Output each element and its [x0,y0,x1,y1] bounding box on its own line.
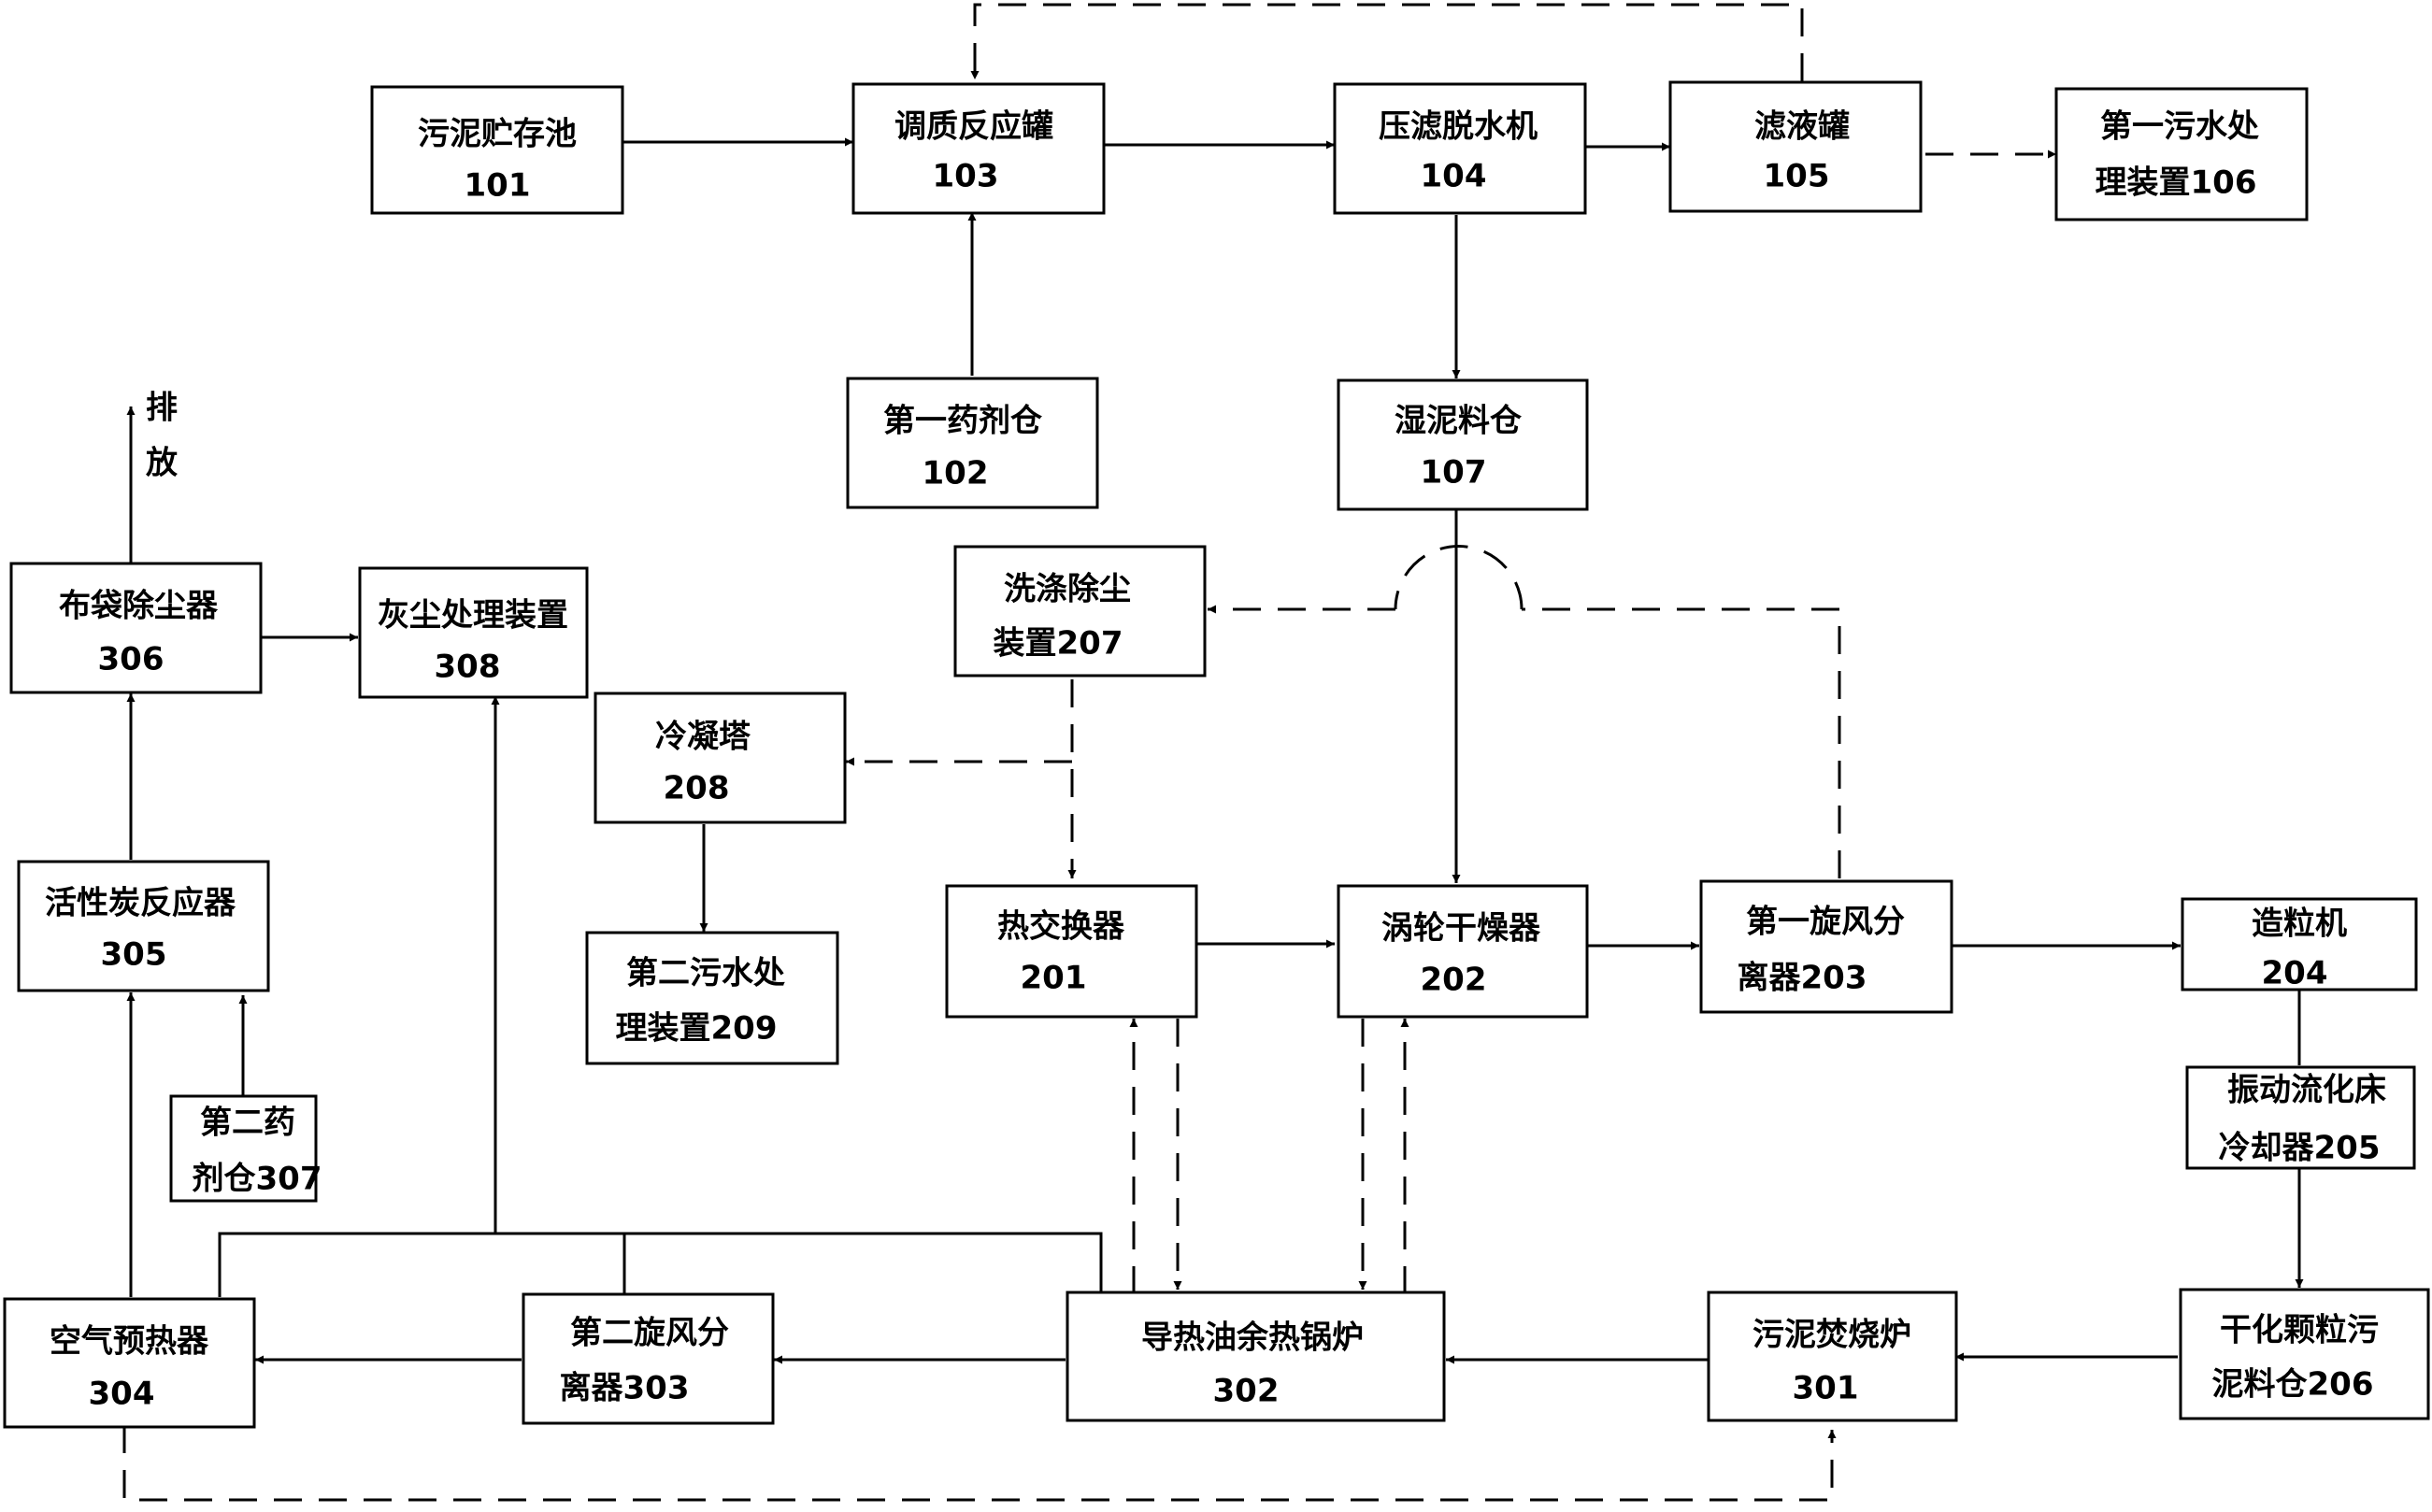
box-208-id: 208 [664,770,730,807]
box-304: 空气预热器 304 [3,1297,256,1429]
ash-collection-line [218,1232,1103,1297]
box-101: 污泥贮存池 101 [370,85,624,215]
box-205: 振动流化床 冷却器205 [2185,1065,2416,1170]
box-101-name: 污泥贮存池 [418,116,577,153]
hot-air-304-301 [122,1425,1837,1502]
box-301-id: 301 [1793,1370,1859,1407]
box-201: 热交换器 201 [945,884,1198,1019]
box-302-id: 302 [1213,1373,1280,1410]
box-308-name: 灰尘处理装置 [378,597,568,635]
box-105: 滤液罐 105 [1668,80,1923,213]
box-206: 干化颗粒污 泥料仓206 [2179,1288,2430,1420]
box-305-name: 活性炭反应器 [45,885,236,922]
box-107: 湿泥料仓 107 [1337,378,1589,511]
exhaust-label-2: 放 [146,445,178,482]
box-204-id: 204 [2262,955,2328,992]
box-203-id: 离器203 [1738,960,1867,997]
box-305-id: 305 [101,936,167,974]
box-306-name: 布袋除尘器 [59,588,219,625]
equipment-boxes: 污泥贮存池 101 第一药剂仓 102 调质反应罐 103 压滤脱水机 104 … [3,80,2430,1429]
box-301-name: 污泥焚烧炉 [1752,1317,1911,1354]
box-209: 第二污水处 理装置209 [585,931,839,1065]
box-207: 洗涤除尘 装置207 [953,545,1207,678]
box-302-name: 导热油余热锅炉 [1141,1319,1364,1357]
box-103-name: 调质反应罐 [894,108,1053,146]
box-107-name: 湿泥料仓 [1395,403,1523,440]
box-105-id: 105 [1764,158,1830,195]
box-304-id: 304 [89,1376,155,1413]
box-106-id: 理装置106 [2096,164,2257,202]
box-106: 第一污水处 理装置106 [2054,87,2309,221]
exhaust-label-1: 排 [146,390,178,427]
box-203: 第一旋风分 离器203 [1699,879,1953,1014]
return-105-103 [970,3,1804,81]
box-209-name: 第二污水处 [626,955,785,992]
box-209-id: 理装置209 [616,1010,778,1048]
box-306-id: 306 [98,641,165,678]
box-102: 第一药剂仓 102 [846,377,1099,509]
box-208-name: 冷凝塔 [655,719,751,756]
box-302: 导热油余热锅炉 302 [1066,1291,1446,1422]
box-201-name: 热交换器 [997,908,1125,946]
box-205-name: 振动流化床 [2227,1072,2386,1109]
box-103-id: 103 [933,158,999,195]
box-303: 第二旋风分 离器303 [522,1292,775,1425]
box-204: 造粒机 204 [2181,897,2418,992]
box-202-id: 202 [1421,962,1487,999]
box-106-name: 第一污水处 [2100,108,2259,146]
box-301: 污泥焚烧炉 301 [1707,1291,1958,1422]
box-207-id: 装置207 [994,625,1123,663]
box-207-name: 洗涤除尘 [1004,571,1131,608]
box-105-name: 滤液罐 [1754,108,1850,146]
box-303-id: 离器303 [560,1370,690,1407]
box-204-name: 造粒机 [2252,906,2347,943]
vapor-203-line [1522,607,1841,878]
box-307: 第二药 剂仓307 [169,1094,322,1203]
box-104: 压滤脱水机 104 [1333,82,1587,215]
box-104-name: 压滤脱水机 [1379,108,1538,146]
box-206-id: 泥料仓206 [2212,1366,2374,1404]
box-107-id: 107 [1421,454,1487,492]
line-crossover-arc [1394,545,1524,610]
box-102-name: 第一药剂仓 [883,403,1043,440]
box-208: 冷凝塔 208 [594,692,847,824]
box-304-name: 空气预热器 [50,1323,209,1361]
box-206-name: 干化颗粒污 [2220,1312,2379,1349]
box-201-id: 201 [1021,960,1087,997]
box-306: 布袋除尘器 306 [9,562,263,694]
connectors [122,3,2304,1502]
box-307-id: 剂仓307 [193,1161,322,1198]
box-308: 灰尘处理装置 308 [358,566,589,699]
box-101-id: 101 [465,167,531,205]
box-205-id: 冷却器205 [2219,1130,2381,1167]
box-203-name: 第一旋风分 [1746,904,1905,941]
box-103: 调质反应罐 103 [851,82,1106,215]
box-202-name: 涡轮干燥器 [1381,910,1541,948]
box-102-id: 102 [923,455,989,492]
box-104-id: 104 [1421,158,1487,195]
box-307-name: 第二药 [200,1105,295,1142]
box-305: 活性炭反应器 305 [17,860,270,992]
box-202: 涡轮干燥器 202 [1337,884,1589,1019]
box-303-name: 第二旋风分 [570,1315,729,1352]
box-308-id: 308 [435,649,501,686]
